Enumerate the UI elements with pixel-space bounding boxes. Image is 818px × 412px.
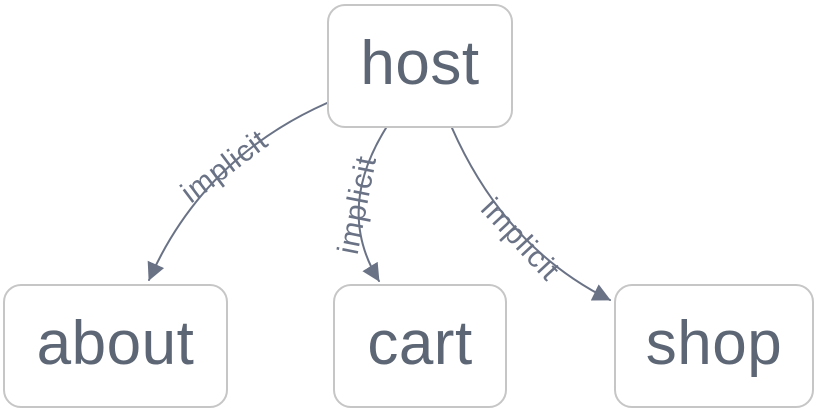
node-cart: cart <box>333 284 507 408</box>
node-shop-label: shop <box>645 309 783 378</box>
edge-host-cart <box>357 127 387 282</box>
node-host-label: host <box>360 29 480 98</box>
node-cart-label: cart <box>367 309 473 378</box>
node-about-label: about <box>36 309 195 378</box>
edge-host-about <box>147 102 328 281</box>
edge-host-shop <box>451 127 611 301</box>
node-shop: shop <box>614 284 814 408</box>
node-host: host <box>327 4 513 128</box>
node-about: about <box>3 284 228 408</box>
